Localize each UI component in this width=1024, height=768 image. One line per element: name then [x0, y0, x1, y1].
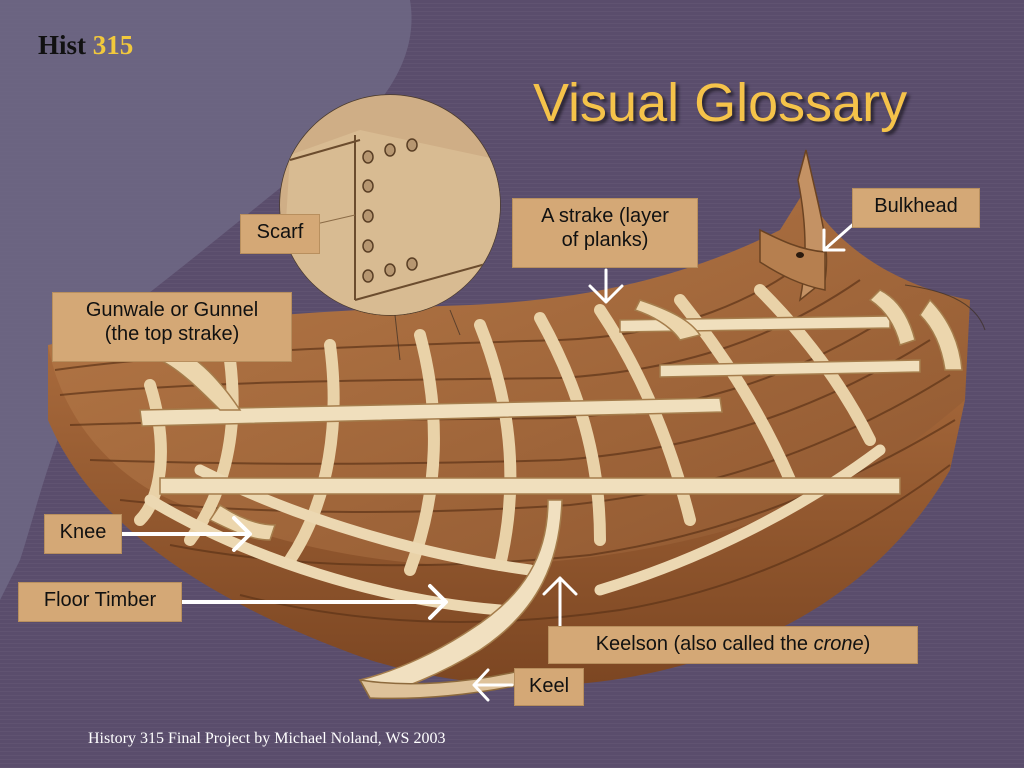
- pointer-arrows: [120, 218, 860, 702]
- gunwale-label-line1: Gunwale or Gunnel: [85, 299, 259, 321]
- course-prefix: Hist: [38, 30, 87, 60]
- keelson-label-prefix: Keelson (also called the: [595, 633, 814, 655]
- scarf-label: Scarf: [240, 214, 320, 254]
- strake-arrow: [588, 268, 624, 304]
- course-number: 315: [92, 30, 134, 60]
- floor-timber-arrow: [180, 584, 448, 620]
- scarf-label-text: Scarf: [256, 221, 304, 243]
- scarf-detail: [279, 94, 501, 316]
- gunwale-label: Gunwale or Gunnel (the top strake): [52, 292, 292, 362]
- bulkhead-label-text: Bulkhead: [874, 195, 958, 217]
- keelson-label-suffix: ): [863, 633, 871, 655]
- floor-timber-label: Floor Timber: [18, 582, 182, 622]
- gunwale-label-line2: (the top strake): [104, 323, 240, 345]
- bulkhead-label: Bulkhead: [852, 188, 980, 228]
- slide-title: Visual Glossary: [533, 73, 908, 133]
- keelson-arrow: [542, 576, 578, 630]
- course-title: Hist 315: [38, 30, 133, 61]
- strake-label-line2: of planks): [561, 229, 649, 251]
- knees: [158, 289, 963, 541]
- keel-arrow: [472, 668, 514, 702]
- knee-label-text: Knee: [59, 521, 107, 543]
- strake-label: A strake (layer of planks): [512, 198, 698, 268]
- footer-credit: History 315 Final Project by Michael Nol…: [88, 730, 446, 747]
- knee-arrow: [120, 516, 252, 552]
- keel-label: Keel: [514, 668, 584, 706]
- knee-label: Knee: [44, 514, 122, 554]
- keel-label-text: Keel: [528, 675, 570, 697]
- keelson-label-italic: crone: [813, 633, 864, 655]
- floor-timber-label-text: Floor Timber: [43, 589, 157, 611]
- bulkhead-board: [759, 228, 826, 291]
- zoom-guides: [394, 284, 986, 361]
- strake-label-line1: A strake (layer: [541, 205, 669, 227]
- thwarts: [139, 315, 921, 495]
- keelson-label: Keelson (also called the crone): [548, 626, 918, 664]
